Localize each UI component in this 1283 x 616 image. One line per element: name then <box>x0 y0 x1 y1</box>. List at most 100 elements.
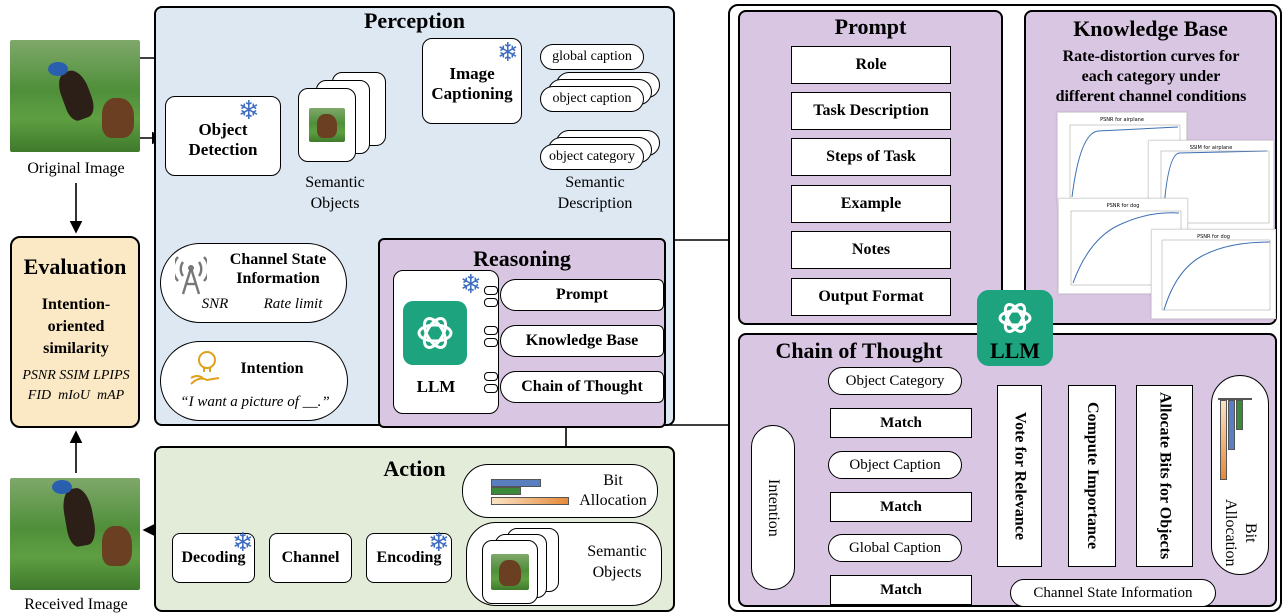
cot-match-box-1: Match <box>830 408 972 438</box>
bit-bar-blue-vertical <box>1228 400 1235 450</box>
object-detection-label: Object Detection <box>188 120 258 159</box>
kb-desc-1: Rate-distortion curves for <box>1062 48 1240 65</box>
llm-center-label-overlay: LLM <box>989 338 1041 363</box>
object-caption-pill: object caption <box>540 86 644 112</box>
cot-match-label: Match <box>880 498 922 515</box>
openai-logo-icon <box>403 301 467 365</box>
cot-global-caption-pill: Global Caption <box>828 534 962 562</box>
intention-box: Intention “I want a picture of __.” <box>160 341 348 421</box>
rd-chart-title: SSIM for airplane <box>1189 145 1233 151</box>
intention-quote: “I want a picture of __.” <box>180 394 330 410</box>
connector-plugs <box>484 280 504 410</box>
cot-bit-allocation-label: Bit Allocation <box>1222 499 1259 567</box>
cot-compute-label: Compute Importance <box>1084 402 1101 550</box>
evaluation-subtitle: Intention-oriented similarity <box>41 296 111 357</box>
action-object-card-1 <box>482 540 538 604</box>
object-detection-box: Object Detection <box>165 96 281 176</box>
object-caption-label: object caption <box>552 91 632 106</box>
cot-match-box-2: Match <box>830 492 972 522</box>
rd-chart-title: PSNR for dog <box>1197 234 1230 240</box>
bit-bar-green <box>491 487 521 495</box>
prompt-item-label: Role <box>855 56 887 73</box>
reasoning-module-knowledge-base: Knowledge Base <box>500 325 664 357</box>
openai-knot-icon <box>998 303 1032 333</box>
csi-snr: SNR <box>201 296 229 312</box>
original-image <box>10 40 140 152</box>
global-caption-pill: global caption <box>540 44 644 70</box>
prompt-title: Prompt <box>834 14 907 39</box>
csi-box: Channel State Information SNR Rate limit <box>160 243 347 323</box>
prompt-item-example: Example <box>791 185 951 223</box>
object-category-label: object category <box>549 149 635 164</box>
reasoning-module-kb-label: Knowledge Base <box>525 332 639 349</box>
kb-desc-3: different channel conditions <box>1055 88 1247 105</box>
evaluation-metrics-1: PSNR SSIM LPIPS <box>22 368 130 383</box>
cot-allocate-label: Allocate Bits for Objects <box>1156 392 1174 560</box>
evaluation-panel: Evaluation Intention-oriented similarity… <box>10 236 140 428</box>
reasoning-title: Reasoning <box>473 246 571 271</box>
encoding-box: Encoding <box>366 533 452 583</box>
channel-label: Channel <box>281 549 340 566</box>
reasoning-module-chain-of-thought: Chain of Thought <box>500 371 664 403</box>
prompt-item-label: Task Description <box>813 102 929 119</box>
cot-intention-label: Intention <box>765 478 782 537</box>
prompt-item-task-description: Task Description <box>791 92 951 130</box>
prompt-item-output-format: Output Format <box>791 278 951 316</box>
cot-csi-label: Channel State Information <box>1033 584 1193 601</box>
prompt-item-label: Output Format <box>818 288 924 305</box>
cot-allocate-box: Allocate Bits for Objects <box>1136 385 1193 567</box>
llm-box: LLM <box>393 270 499 414</box>
bit-bar-orange-vertical <box>1220 400 1227 480</box>
prompt-item-role: Role <box>791 46 951 84</box>
cot-intention-box: Intention <box>751 425 795 590</box>
frozen-snowflake-icon: ❄ <box>428 528 450 558</box>
csi-rate-limit: Rate limit <box>263 296 323 312</box>
reasoning-module-prompt-label: Prompt <box>555 286 609 303</box>
cot-match-box-3: Match <box>830 575 972 605</box>
reasoning-module-cot-label: Chain of Thought <box>521 378 643 395</box>
bit-allocation-label: Bit Allocation <box>579 472 647 509</box>
rd-curve-line <box>1161 239 1271 311</box>
cot-global-caption-label: Global Caption <box>848 539 942 556</box>
bit-bars-frame <box>1218 398 1252 400</box>
action-title: Action <box>383 456 446 481</box>
semantic-objects-label: Semantic Objects <box>305 174 365 212</box>
cot-vote-box: Vote for Relevance <box>997 385 1042 567</box>
cot-object-caption-pill: Object Caption <box>828 451 962 479</box>
image-captioning-label: Image Captioning <box>431 64 513 103</box>
chain-of-thought-title: Chain of Thought <box>775 338 943 363</box>
knowledge-base-title: Knowledge Base <box>1073 16 1228 41</box>
cot-object-caption-label: Object Caption <box>849 456 941 473</box>
prompt-item-notes: Notes <box>791 231 951 269</box>
openai-knot-icon <box>417 317 453 349</box>
cot-match-label: Match <box>880 414 922 431</box>
perception-title: Perception <box>363 8 465 33</box>
csi-title: Channel State Information <box>229 251 327 287</box>
channel-box: Channel <box>269 533 352 583</box>
cot-object-category-label: Object Category <box>845 372 945 389</box>
prompt-item-steps-of-task: Steps of Task <box>791 138 951 176</box>
llm-center-icon-overlay: LLM <box>977 290 1053 366</box>
frozen-snowflake-icon: ❄ <box>232 528 254 558</box>
global-caption-label: global caption <box>552 49 632 64</box>
frozen-snowflake-icon: ❄ <box>238 96 260 126</box>
cot-csi-pill: Channel State Information <box>1010 579 1216 607</box>
decoding-label: Decoding <box>181 549 246 566</box>
cot-bit-allocation-box: Bit Allocation <box>1211 375 1269 575</box>
cot-match-label: Match <box>880 581 922 598</box>
prompt-item-label: Notes <box>851 241 891 258</box>
rd-chart-title: PSNR for dog <box>1106 203 1140 209</box>
rd-chart-title: PSNR for airplane <box>1100 117 1144 123</box>
cot-vote-label: Vote for Relevance <box>1011 412 1029 540</box>
llm-label: LLM <box>416 377 456 396</box>
image-captioning-box: Image Captioning <box>422 38 522 124</box>
frozen-snowflake-icon: ❄ <box>497 38 519 68</box>
action-semantic-objects-label: Semantic Objects <box>587 543 647 581</box>
semantic-description-label: Semantic Description <box>557 174 633 212</box>
decoding-box: Decoding <box>172 533 255 583</box>
bit-bar-green-vertical <box>1236 400 1243 430</box>
prompt-item-label: Example <box>840 195 902 212</box>
evaluation-title: Evaluation <box>23 254 127 279</box>
idea-hand-icon <box>190 351 220 385</box>
original-image-label: Original Image <box>27 160 125 177</box>
